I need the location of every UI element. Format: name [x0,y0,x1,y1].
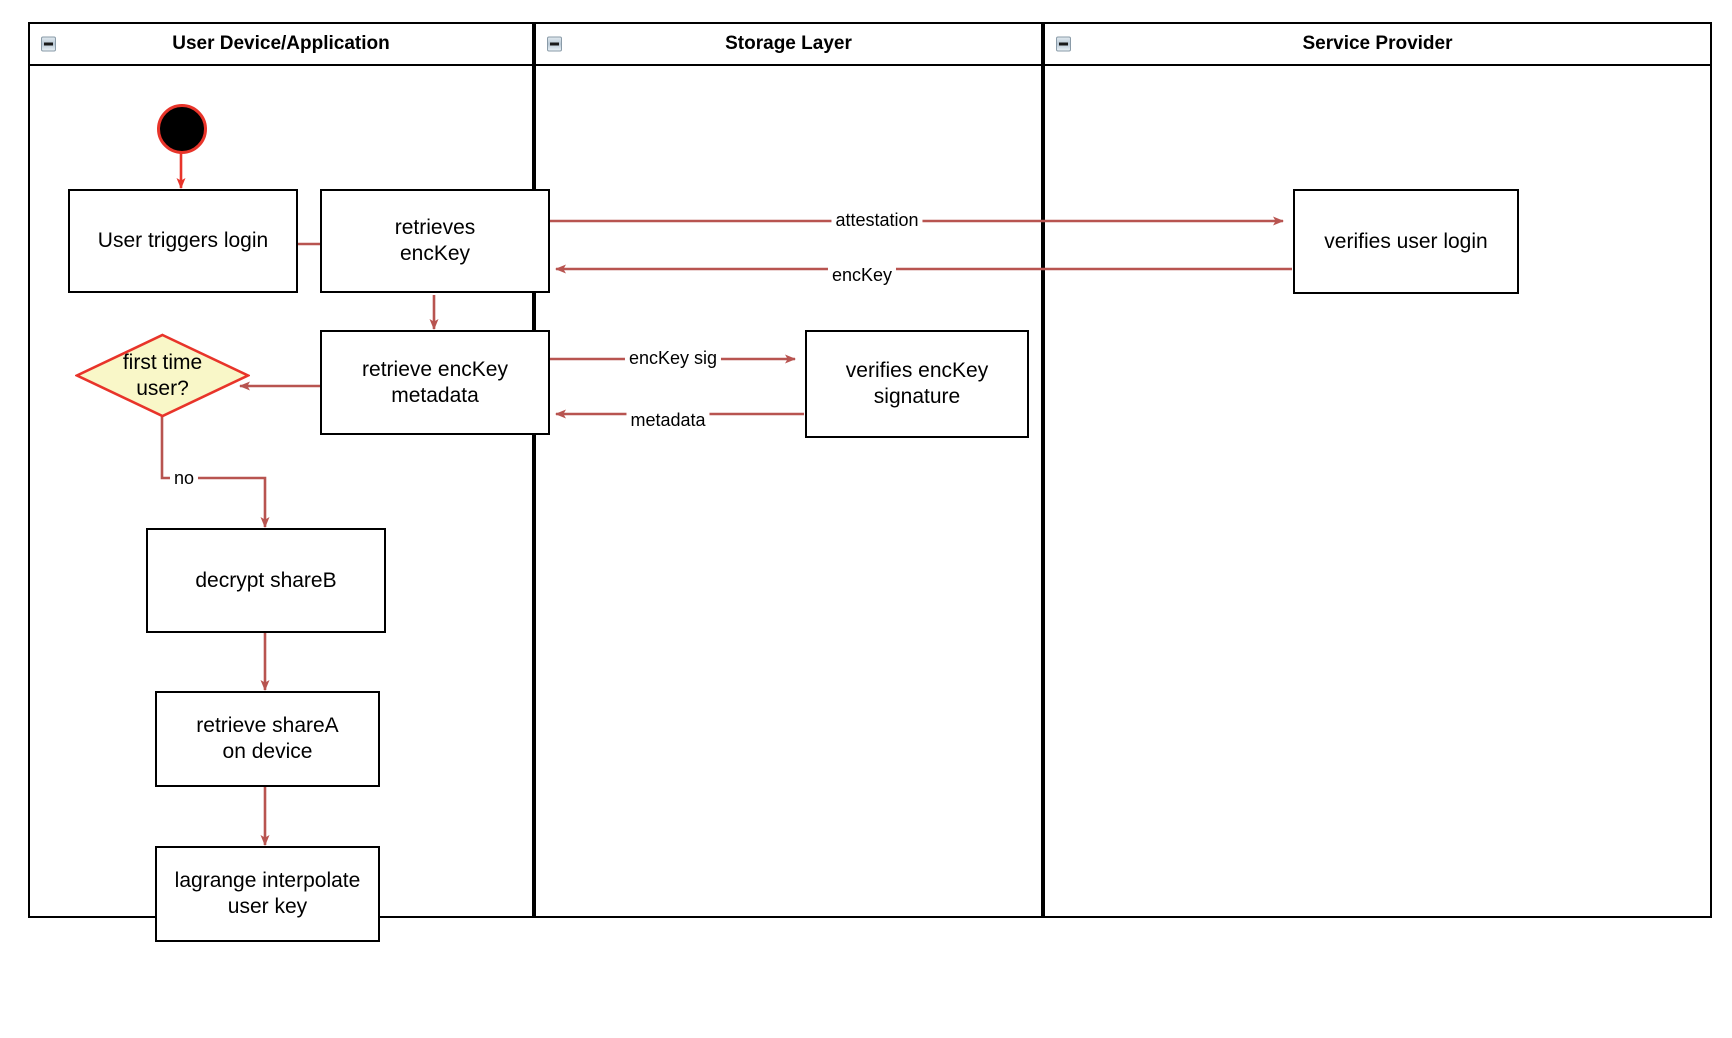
edge-label-no: no [169,468,199,489]
node-decrypt-shareb[interactable]: decrypt shareB [146,528,386,633]
start-node[interactable] [157,104,207,154]
node-retrieve-sharea-on-device[interactable]: retrieve shareA on device [155,691,380,787]
swimlane-title-user-device: User Device/Application [172,33,390,54]
swimlane-storage-layer[interactable]: Storage Layer [534,22,1043,918]
collapse-minus-icon[interactable] [1056,36,1071,52]
edge-label-metadata: metadata [626,410,710,431]
node-verifies-user-login[interactable]: verifies user login [1293,189,1519,294]
swimlane-title-storage-layer: Storage Layer [725,33,852,54]
node-retrieves-enckey[interactable]: retrieves encKey [320,189,550,293]
node-retrieve-enckey-metadata[interactable]: retrieve encKey metadata [320,330,550,435]
node-lagrange-interpolate-user-key[interactable]: lagrange interpolate user key [155,846,380,942]
collapse-minus-icon[interactable] [41,36,56,52]
swimlane-header-storage-layer[interactable]: Storage Layer [536,24,1041,66]
swimlane-header-service-provider[interactable]: Service Provider [1045,24,1710,66]
edge-label-enckey: encKey [827,265,897,286]
swimlane-title-service-provider: Service Provider [1302,33,1453,54]
edge-label-attestation: attestation [831,210,923,231]
node-first-time-user[interactable]: first time user? [73,333,252,418]
diamond-shape [73,333,252,418]
swimlane-user-device[interactable]: User Device/Application [28,22,534,918]
swimlane-service-provider[interactable]: Service Provider [1043,22,1712,918]
collapse-minus-icon[interactable] [547,36,562,52]
edge-label-enckey-sig: encKey sig [624,348,722,369]
swimlane-header-user-device[interactable]: User Device/Application [30,24,532,66]
node-user-triggers-login[interactable]: User triggers login [68,189,298,293]
node-verifies-enckey-signature[interactable]: verifies encKey signature [805,330,1029,438]
